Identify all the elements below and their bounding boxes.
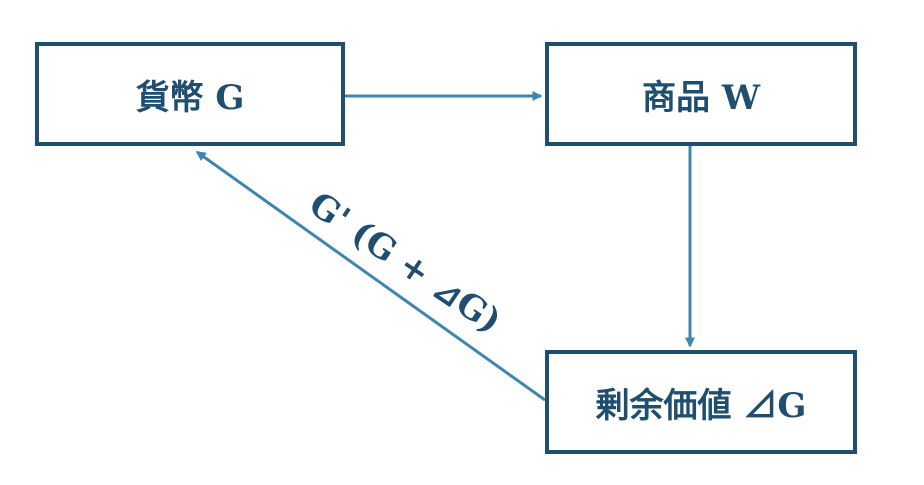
goods-label: 商品 W	[641, 77, 761, 118]
money-box: 貨幣 G	[35, 42, 345, 146]
surplus-value-box: 剰余価値 ⊿G	[545, 350, 857, 454]
arrow-surplus-to-money	[195, 150, 546, 402]
surplus-value-label: 剰余価値 ⊿G	[595, 385, 807, 426]
money-label: 貨幣 G	[135, 77, 245, 118]
goods-box: 商品 W	[545, 42, 857, 146]
